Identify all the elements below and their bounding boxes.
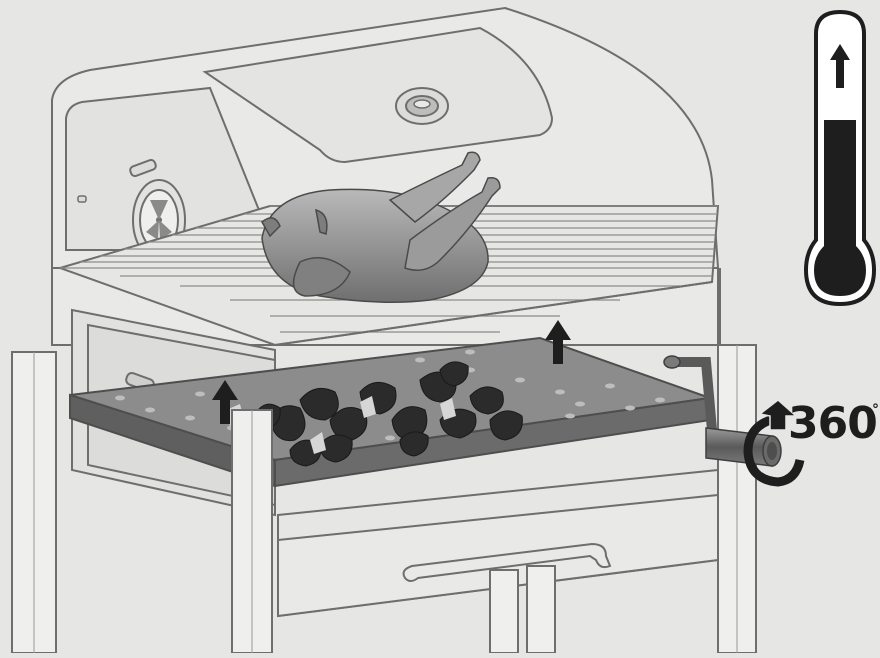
lid-vent <box>396 88 448 124</box>
rotation-unit: ° <box>872 402 879 418</box>
front-leg-left <box>232 410 272 653</box>
back-right-leg <box>718 345 756 653</box>
front-leg-left-outer <box>12 352 56 653</box>
rotation-value: 360 <box>788 398 877 449</box>
